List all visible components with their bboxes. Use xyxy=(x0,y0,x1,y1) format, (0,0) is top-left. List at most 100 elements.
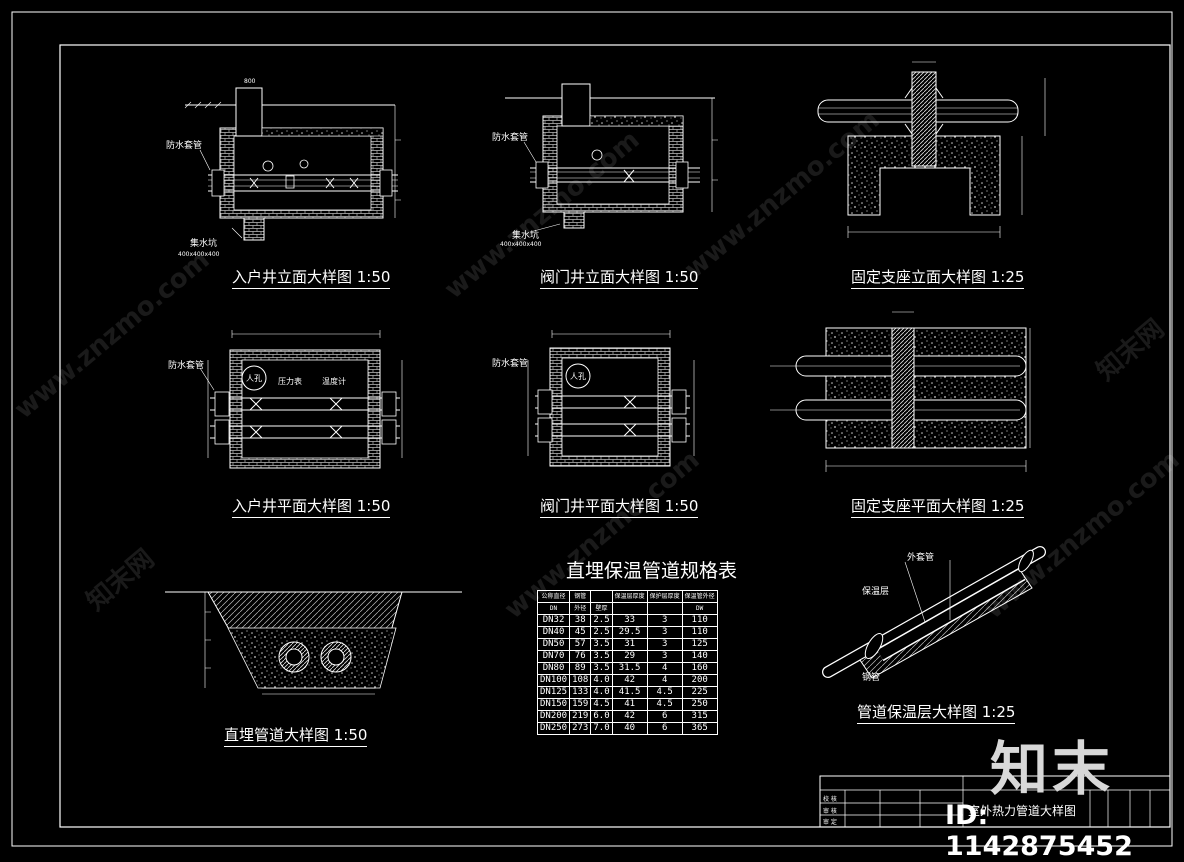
support-plan-drawing xyxy=(770,311,1031,472)
spec-table-cell: 133 xyxy=(569,686,592,699)
spec-table-cell: 31 xyxy=(611,638,648,651)
waterproof-casing-label: 防水套管 xyxy=(168,361,205,371)
spec-table-title: 直埋保温管道规格表 xyxy=(566,560,738,582)
spec-table-cell: 2.5 xyxy=(590,614,613,627)
spec-header-cell: 钢管 xyxy=(569,590,592,603)
brand-logo: 知末 xyxy=(990,735,1115,803)
spec-table-cell: 4.5 xyxy=(646,698,683,711)
well-elevation-drawing xyxy=(184,87,401,241)
spec-table-cell: DN40 xyxy=(536,626,571,639)
support-plan-caption: 固定支座平面大样图 1:25 xyxy=(851,495,1025,518)
spec-table-cell: 29 xyxy=(611,650,648,663)
support-elevation-drawing xyxy=(817,61,1046,238)
spec-header-cell: 保护层厚度 xyxy=(646,590,683,603)
spec-table-cell: DN80 xyxy=(536,662,571,675)
spec-table-cell: 250 xyxy=(681,698,718,711)
valve-elevation-caption: 阀门井立面大样图 1:50 xyxy=(540,266,699,289)
spec-header-cell xyxy=(646,602,683,615)
spec-table-cell: 41.5 xyxy=(611,686,648,699)
spec-table-cell: DN100 xyxy=(536,674,571,687)
spec-table-cell: 3 xyxy=(646,626,683,639)
title-block-lines xyxy=(819,775,1171,828)
well-plan-caption: 入户井平面大样图 1:50 xyxy=(232,495,391,518)
title-block-row-label: 审 定 xyxy=(823,819,837,826)
spec-table-cell: 110 xyxy=(681,614,718,627)
spec-table-cell: 365 xyxy=(681,722,718,735)
spec-table-cell: 3.5 xyxy=(590,650,613,663)
spec-table-cell: 4.0 xyxy=(590,674,613,687)
spec-table-cell: DN150 xyxy=(536,698,571,711)
buried-pipe-drawing xyxy=(165,591,462,695)
spec-table-cell: 273 xyxy=(569,722,592,735)
insulation-drawing xyxy=(822,546,1046,679)
spec-table-cell: 4.0 xyxy=(590,686,613,699)
spec-table-cell: 110 xyxy=(681,626,718,639)
spec-table-cell: 4 xyxy=(646,674,683,687)
spec-table-cell: 315 xyxy=(681,710,718,723)
spec-table-cell: 200 xyxy=(681,674,718,687)
waterproof-casing-label: 防水套管 xyxy=(492,133,529,143)
inner-frame xyxy=(59,44,1171,828)
title-block-drawing-name: 室外热力管道大样图 xyxy=(968,804,1077,818)
title-block-row-label: 审 核 xyxy=(823,808,837,815)
valve-elevation-drawing xyxy=(505,83,718,233)
spec-table-cell: 7.0 xyxy=(590,722,613,735)
spec-header-cell: 壁厚 xyxy=(590,602,613,615)
valve-plan-drawing xyxy=(527,330,695,467)
spec-table-cell: 108 xyxy=(569,674,592,687)
spec-header-cell: 公称直径 xyxy=(536,590,571,603)
outer-casing-label: 外套管 xyxy=(907,553,935,563)
outer-frame xyxy=(11,11,1173,847)
steel-pipe-label: 钢管 xyxy=(862,673,881,683)
spec-table-cell: 31.5 xyxy=(611,662,648,675)
spec-table-cell: 4 xyxy=(646,662,683,675)
spec-header-cell xyxy=(590,590,613,603)
spec-table-cell: 3.5 xyxy=(590,638,613,651)
waterproof-casing-label: 防水套管 xyxy=(166,141,203,151)
spec-table-cell: 42 xyxy=(611,710,648,723)
sump-size-label: 400x400x400 xyxy=(500,241,542,248)
spec-table-cell: 3 xyxy=(646,650,683,663)
spec-table-cell: DN200 xyxy=(536,710,571,723)
spec-table-cell: 45 xyxy=(569,626,592,639)
spec-header-cell xyxy=(611,602,648,615)
spec-table-cell: DN50 xyxy=(536,638,571,651)
spec-table-cell: 6 xyxy=(646,710,683,723)
spec-table-cell: 33 xyxy=(611,614,648,627)
spec-table-cell: 160 xyxy=(681,662,718,675)
sump-label: 集水坑 xyxy=(512,231,540,241)
spec-table-cell: 42 xyxy=(611,674,648,687)
spec-table-cell: 40 xyxy=(611,722,648,735)
spec-header-cell: 保温层厚度 xyxy=(611,590,648,603)
spec-table-cell: 6.0 xyxy=(590,710,613,723)
spec-table-cell: DN250 xyxy=(536,722,571,735)
spec-table-cell: 76 xyxy=(569,650,592,663)
spec-table-cell: 2.5 xyxy=(590,626,613,639)
spec-header-cell: DW xyxy=(681,602,718,615)
thermometer-label: 温度计 xyxy=(322,377,346,386)
spec-table-cell: 4.5 xyxy=(590,698,613,711)
spec-table-cell: 38 xyxy=(569,614,592,627)
well-plan-drawing xyxy=(199,330,403,469)
spec-table-cell: DN32 xyxy=(536,614,571,627)
spec-header-cell: 保温管外径 xyxy=(681,590,718,603)
spec-table-cell: 159 xyxy=(569,698,592,711)
spec-header-cell: DN xyxy=(536,602,571,615)
manhole-label: 人孔 xyxy=(246,374,262,383)
spec-table-cell: DN125 xyxy=(536,686,571,699)
buried-pipe-caption: 直埋管道大样图 1:50 xyxy=(224,724,368,747)
spec-table-cell: 3.5 xyxy=(590,662,613,675)
spec-table-cell: 3 xyxy=(646,614,683,627)
